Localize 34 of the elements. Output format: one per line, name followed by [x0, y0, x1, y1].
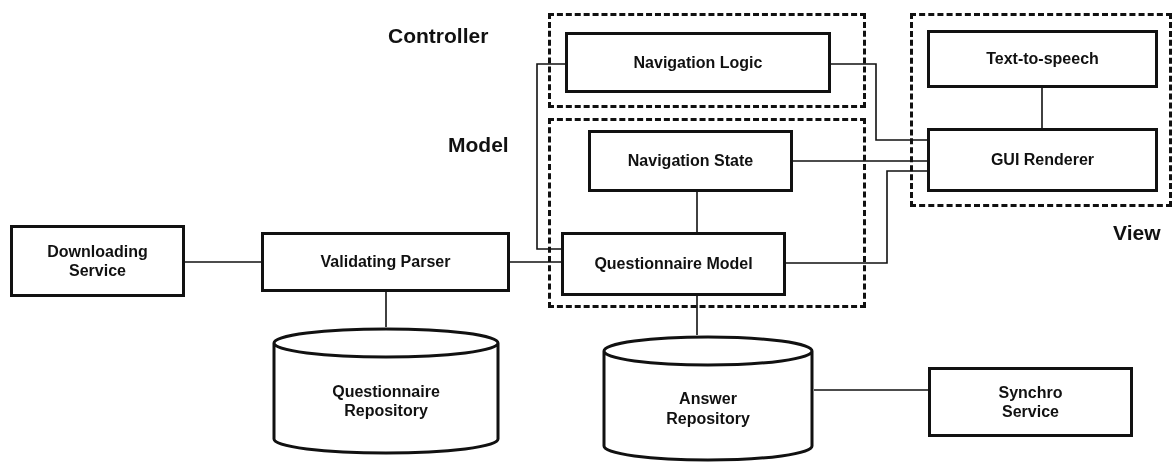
connector-line — [830, 63, 928, 141]
connector-line — [792, 160, 928, 162]
database-cylinder — [272, 327, 500, 455]
group-heading: Controller — [388, 24, 489, 48]
connector-line — [1041, 87, 1043, 129]
component-label: Questionnaire Model — [594, 254, 753, 274]
connector-line — [785, 170, 928, 264]
connector-line — [385, 291, 387, 328]
component-box — [261, 232, 510, 292]
component-box — [928, 367, 1133, 437]
component-box — [927, 30, 1158, 88]
component-label: Text-to-speech — [986, 49, 1099, 69]
component-box — [927, 128, 1158, 192]
group-heading: View — [1113, 221, 1161, 245]
component-label: Synchro Service — [997, 382, 1064, 422]
component-label: Navigation Logic — [633, 52, 763, 73]
component-label: Downloading Service — [46, 241, 149, 281]
group-heading: Model — [448, 133, 509, 157]
component-box — [561, 232, 786, 296]
connector-line — [696, 191, 698, 233]
component-label: GUI Renderer — [990, 150, 1095, 170]
component-box — [10, 225, 185, 297]
connector-line — [184, 261, 262, 263]
component-label: Questionnaire Repository — [331, 381, 441, 421]
connector-line — [813, 389, 929, 391]
component-label: Answer Repository — [665, 389, 751, 428]
component-label: Navigation State — [627, 151, 754, 171]
database-cylinder — [602, 335, 814, 462]
connector-line — [509, 261, 562, 263]
connector-line — [536, 63, 566, 250]
component-box — [588, 130, 793, 192]
component-label: Validating Parser — [320, 252, 451, 272]
component-box — [565, 32, 831, 93]
connector-line — [696, 295, 698, 336]
